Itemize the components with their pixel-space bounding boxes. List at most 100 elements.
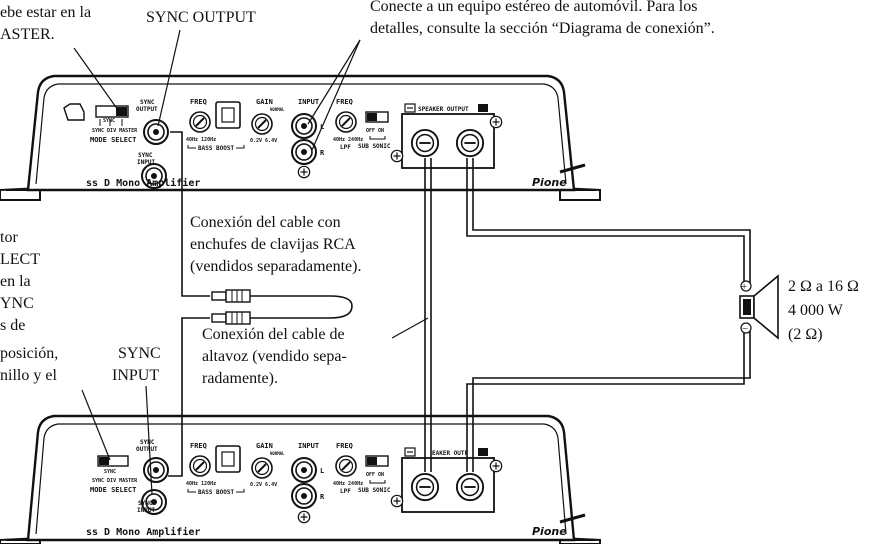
leader-lines	[73, 29, 429, 495]
lpf-freq-knob[interactable]	[335, 455, 357, 477]
connect-note-2: detalles, consulte la sección “Diagrama …	[370, 20, 715, 37]
mode-sync-label: SYNC	[104, 469, 116, 475]
input-label: INPUT	[298, 98, 319, 106]
gain-label: GAIN	[256, 98, 273, 106]
mode-options-label: SYNC DIV MASTER	[92, 128, 138, 134]
gain-knob[interactable]	[251, 113, 273, 135]
speaker-cable-caption-3: radamente).	[202, 370, 278, 387]
mode-select-switch[interactable]	[95, 105, 129, 126]
rca-cable-caption-3: (vendidos separadamente).	[190, 258, 361, 275]
subsonic-states: OFF ON	[366, 128, 384, 134]
speaker-plus-terminal[interactable]	[455, 472, 485, 502]
subsonic-switch[interactable]	[365, 455, 389, 467]
bass-freq-range: 40Hz 120Hz	[186, 481, 216, 487]
rca-plug-pair	[211, 289, 353, 325]
screw-icon	[390, 149, 404, 163]
bass-freq-label: FREQ	[190, 442, 207, 450]
lpf-range: 40Hz 240Hz	[333, 137, 363, 143]
brand-logo: Pione	[532, 176, 567, 189]
lpf-label: LPF	[340, 144, 351, 151]
rca-cable-bottom	[168, 317, 210, 477]
sync-output-jack[interactable]	[143, 119, 169, 145]
screw-icon	[489, 115, 503, 129]
screw-icon	[390, 494, 404, 508]
gain-range: 0.2V 6.4V	[250, 138, 277, 144]
sync-output-jack[interactable]	[143, 457, 169, 483]
left-caption-5: s de	[0, 317, 25, 334]
amplifier-top: SYNC SYNC DIV MASTER MODE SELECT SYNC OU…	[0, 74, 601, 201]
rca-cable-top	[170, 131, 210, 297]
input-l-label: L	[320, 467, 324, 475]
screw-icon	[297, 510, 311, 524]
speaker-cable-return-b	[472, 330, 751, 472]
left-caption-4: YNC	[0, 295, 34, 312]
sub-sonic-label: SUB SONIC	[358, 143, 391, 150]
mode-select-label: MODE SELECT	[90, 136, 136, 144]
speaker-minus-terminal[interactable]	[410, 128, 440, 158]
brand-logo: Pione	[532, 525, 567, 538]
sync-input-label-2: INPUT	[137, 507, 155, 514]
input-r-jack[interactable]	[291, 139, 317, 165]
sync-input-label-1: SYNC	[138, 500, 153, 507]
input-label: INPUT	[298, 442, 319, 450]
sync-output-label-1: SYNC	[140, 99, 155, 106]
rca-cable-caption-1: Conexión del cable con	[190, 214, 341, 231]
left-caption-1: tor	[0, 229, 18, 246]
lpf-freq-knob[interactable]	[335, 111, 357, 133]
speaker-cable-return-a	[466, 330, 745, 472]
gain-normal-label: NORMAL	[270, 451, 285, 456]
speaker-power-note: (2 Ω)	[788, 326, 823, 343]
sync-input-label-2: INPUT	[137, 159, 155, 166]
input-r-jack[interactable]	[291, 483, 317, 509]
sub-sonic-label: SUB SONIC	[358, 487, 391, 494]
mode-options-label: SYNC DIV MASTER	[92, 478, 138, 484]
input-l-jack[interactable]	[291, 457, 317, 483]
bass-freq-knob[interactable]	[189, 455, 211, 477]
gain-range: 0.2V 6.4V	[250, 482, 277, 488]
bass-freq-knob[interactable]	[189, 111, 211, 133]
master-caption-2: ASTER.	[0, 26, 55, 43]
speaker-cable-plus-b	[472, 158, 751, 286]
speaker-impedance: 2 Ω a 16 Ω	[788, 278, 859, 295]
bass-freq-label: FREQ	[190, 98, 207, 106]
left-caption-2: LECT	[0, 251, 40, 268]
bass-boost-label: BASS BOOST	[198, 489, 235, 496]
amplifier-bottom: SYNC SYNC DIV MASTER MODE SELECT SYNC OU…	[0, 414, 601, 544]
gain-knob[interactable]	[251, 457, 273, 479]
left-caption-3: en la	[0, 273, 31, 290]
speaker-cable-caption-1: Conexión del cable de	[202, 326, 345, 343]
input-r-label: R	[320, 493, 325, 501]
speaker-plus-sign: +	[741, 281, 747, 293]
speaker-power: 4 000 W	[788, 302, 844, 319]
sync-input-caption-2: INPUT	[112, 367, 159, 384]
rca-cable-caption-2: enchufes de clavijas RCA	[190, 236, 356, 253]
cables	[168, 131, 751, 477]
speaker-minus-terminal[interactable]	[410, 472, 440, 502]
amp-model-label: ss D Mono Amplifier	[86, 526, 200, 538]
connect-note-1: Conecte a un equipo estéreo de automóvil…	[370, 0, 697, 15]
speaker-cable-caption-2: altavoz (vendido sepa-	[202, 348, 347, 365]
bass-freq-range: 40Hz 120Hz	[186, 137, 216, 143]
gain-label: GAIN	[256, 442, 273, 450]
speaker-output-label: SPEAKER OUTPUT	[418, 106, 469, 113]
sync-output-caption: SYNC OUTPUT	[146, 9, 256, 26]
speaker-icon	[739, 274, 779, 340]
sync-output-label-1: SYNC	[140, 439, 155, 446]
subsonic-switch[interactable]	[365, 111, 389, 123]
lpf-label: LPF	[340, 488, 351, 495]
mode-sync-label: SYNC	[103, 118, 115, 124]
amp-model-label: ss D Mono Amplifier	[86, 177, 200, 189]
mode-select-label: MODE SELECT	[90, 486, 136, 494]
mode-select-switch[interactable]	[97, 455, 129, 467]
screw-icon	[297, 165, 311, 179]
sync-output-label-2: OUTPUT	[136, 446, 158, 453]
lpf-freq-label: FREQ	[336, 442, 353, 450]
lpf-range: 40Hz 240Hz	[333, 481, 363, 487]
sync-input-caption-1: SYNC	[118, 345, 161, 362]
speaker-plus-terminal[interactable]	[455, 128, 485, 158]
input-r-label: R	[320, 149, 325, 157]
speaker-minus-sign: −	[742, 323, 748, 335]
left-caption-6: posición,	[0, 345, 58, 362]
lpf-freq-label: FREQ	[336, 98, 353, 106]
